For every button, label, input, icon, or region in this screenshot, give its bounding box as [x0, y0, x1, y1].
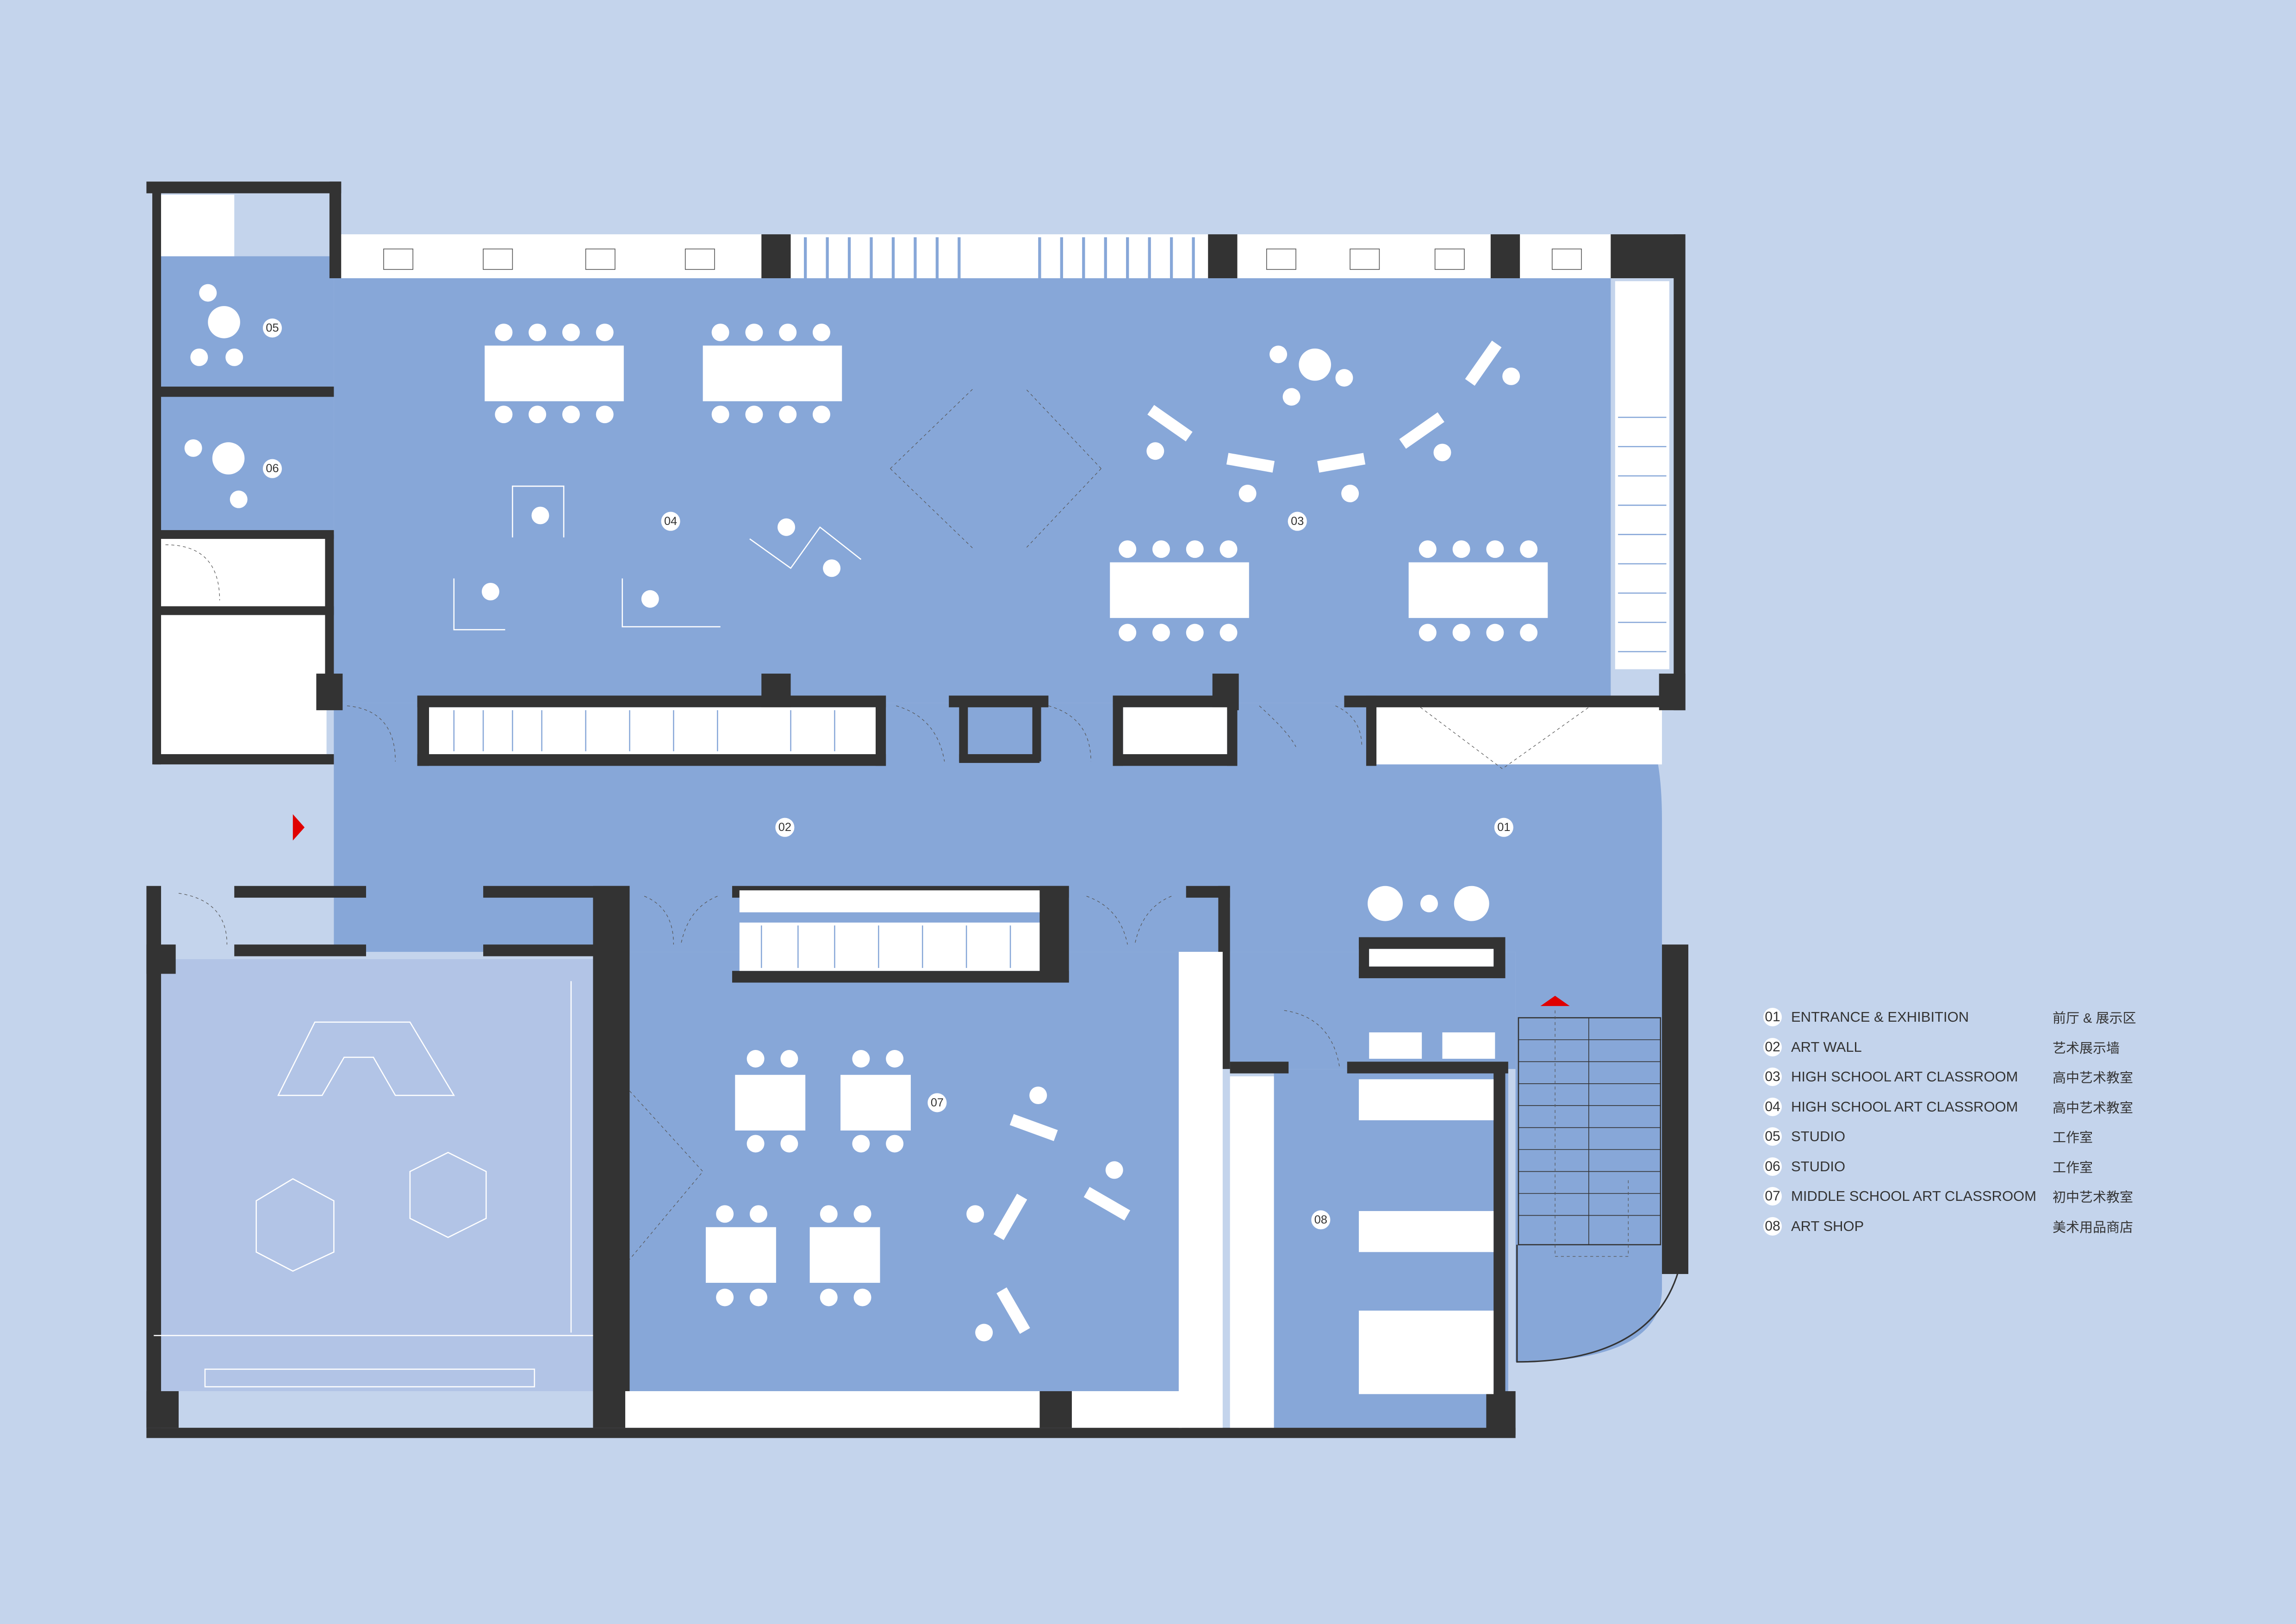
room-label-03: 03 [1288, 512, 1307, 531]
legend-label-en: MIDDLE SCHOOL ART CLASSROOM [1791, 1188, 2036, 1205]
legend-number: 01 [1763, 1008, 1782, 1027]
legend-label-zh: 初中艺术教室 [2053, 1190, 2134, 1206]
legend-label-en: ENTRANCE & EXHIBITION [1791, 1009, 1969, 1025]
svg-text:06: 06 [266, 462, 279, 475]
svg-text:02: 02 [778, 821, 791, 834]
furniture-studios [184, 284, 248, 508]
legend-label-en: STUDIO [1791, 1158, 1846, 1174]
furniture-room-03 [1110, 340, 1548, 642]
legend-label-en: HIGH SCHOOL ART CLASSROOM [1791, 1098, 2018, 1115]
legend-item: 08 ART SHOP 美术用品商店 [1763, 1212, 2180, 1242]
legend-item: 05 STUDIO 工作室 [1763, 1122, 2180, 1152]
legend-item: 02 ART WALL 艺术展示墙 [1763, 1032, 2180, 1062]
legend-label-en: STUDIO [1791, 1128, 1846, 1145]
legend-label-en: ART WALL [1791, 1038, 1862, 1055]
legend-number: 02 [1763, 1037, 1782, 1056]
furniture-room-04 [453, 324, 862, 631]
legend-number: 04 [1763, 1097, 1782, 1116]
legend-label-en: ART SHOP [1791, 1218, 1864, 1234]
room-label-06: 06 [262, 459, 282, 478]
curved-facade [1516, 1244, 1685, 1363]
legend-label-zh: 高中艺术教室 [2053, 1100, 2134, 1116]
legend-item: 07 MIDDLE SCHOOL ART CLASSROOM 初中艺术教室 [1763, 1181, 2180, 1212]
room-label-04: 04 [661, 512, 680, 531]
svg-text:08: 08 [1314, 1213, 1327, 1226]
cabinets [161, 194, 1669, 1428]
staircase [1518, 1010, 1661, 1257]
furniture-room-07 [706, 1050, 1131, 1342]
legend-number: 08 [1763, 1217, 1782, 1236]
room-label-07: 07 [927, 1093, 947, 1112]
legend-number: 05 [1763, 1127, 1782, 1146]
legend-item: 06 STUDIO 工作室 [1763, 1152, 2180, 1182]
svg-text:04: 04 [664, 515, 677, 528]
entry-arrow-icon [1540, 995, 1570, 1006]
legend-label-zh: 工作室 [2053, 1131, 2093, 1146]
room-label-08: 08 [1311, 1210, 1331, 1230]
doors [165, 387, 1589, 1260]
furniture-room-bottom-left [154, 981, 593, 1387]
legend: 01 ENTRANCE & EXHIBITION 前厅 & 展示区 02 ART WA… [1763, 1002, 2180, 1241]
legend-label-zh: 工作室 [2053, 1160, 2093, 1175]
legend-item: 04 HIGH SCHOOL ART CLASSROOM 高中艺术教室 [1763, 1092, 2180, 1122]
lobby-seating [1368, 886, 1495, 1059]
room-label-02: 02 [775, 818, 795, 837]
room-label-01: 01 [1494, 818, 1513, 837]
legend-label-en: HIGH SCHOOL ART CLASSROOM [1791, 1068, 2018, 1085]
legend-number: 07 [1763, 1187, 1782, 1206]
legend-number: 06 [1763, 1157, 1782, 1176]
svg-text:01: 01 [1497, 821, 1510, 834]
legend-label-zh: 高中艺术教室 [2053, 1071, 2134, 1086]
legend-item: 01 ENTRANCE & EXHIBITION 前厅 & 展示区 [1763, 1002, 2180, 1032]
entry-arrow-icon [292, 814, 305, 841]
legend-label-zh: 艺术展示墙 [2053, 1041, 2120, 1056]
legend-number: 03 [1763, 1068, 1782, 1087]
svg-text:07: 07 [931, 1096, 944, 1109]
svg-text:05: 05 [266, 322, 279, 335]
legend-item: 03 HIGH SCHOOL ART CLASSROOM 高中艺术教室 [1763, 1062, 2180, 1092]
svg-text:03: 03 [1291, 515, 1304, 528]
room-label-05: 05 [262, 318, 282, 338]
window-counter-strip [340, 234, 1684, 286]
legend-label-zh: 美术用品商店 [2053, 1220, 2134, 1235]
legend-label-zh: 前厅 & 展示区 [2053, 1011, 2136, 1026]
